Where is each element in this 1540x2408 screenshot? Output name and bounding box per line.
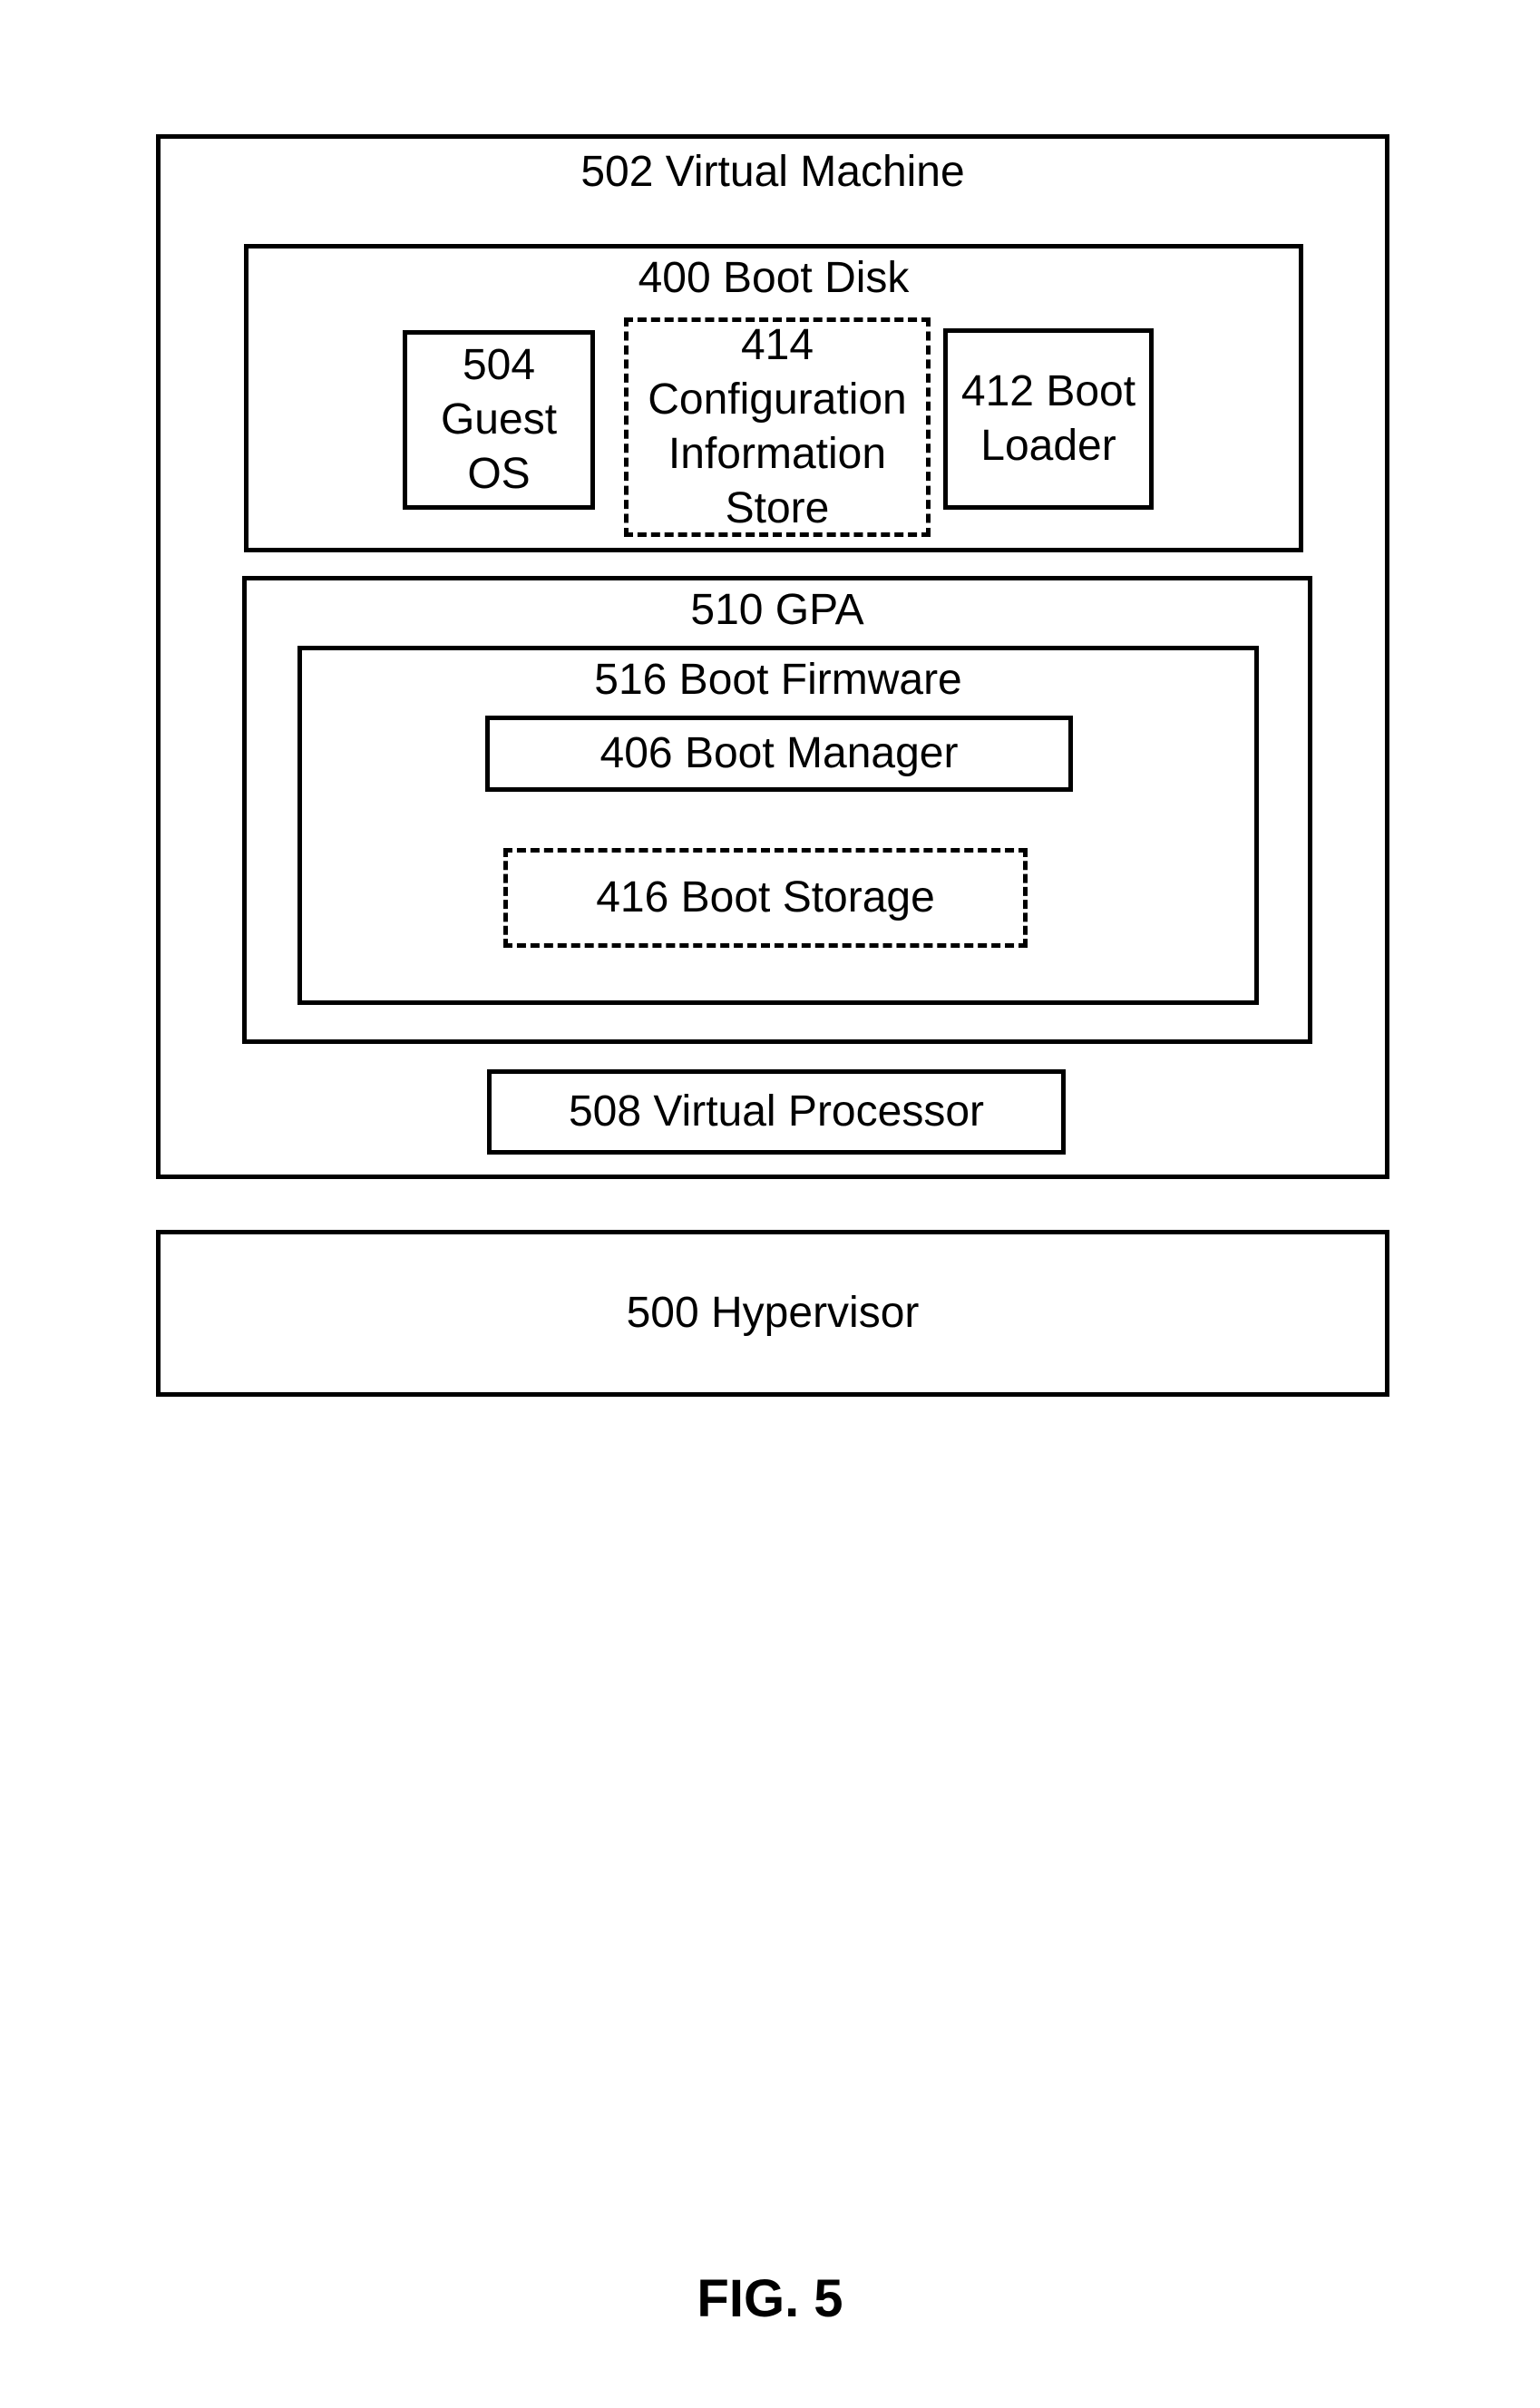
guest-os-line-2: Guest (441, 393, 557, 447)
gpa-box: 510 GPA 516 Boot Firmware 406 Boot Manag… (242, 576, 1312, 1044)
virtual-processor-box: 508 Virtual Processor (487, 1069, 1066, 1155)
gpa-label: 510 GPA (247, 584, 1308, 637)
boot-loader-line-1: 412 Boot (961, 365, 1136, 419)
virtual-machine-label: 502 Virtual Machine (161, 146, 1385, 199)
configuration-information-store-box: 414 Configuration Information Store (624, 317, 931, 537)
hypervisor-label: 500 Hypervisor (161, 1234, 1385, 1392)
figure-label: FIG. 5 (0, 2267, 1540, 2331)
hypervisor-box: 500 Hypervisor (156, 1230, 1389, 1397)
boot-storage-box: 416 Boot Storage (503, 848, 1028, 948)
boot-storage-label: 416 Boot Storage (508, 853, 1023, 943)
config-store-line-4: Store (726, 482, 830, 536)
boot-loader-box: 412 Boot Loader (943, 328, 1154, 510)
guest-os-box: 504 Guest OS (403, 330, 595, 510)
virtual-machine-box: 502 Virtual Machine 400 Boot Disk 504 Gu… (156, 134, 1389, 1179)
config-store-line-2: Configuration (648, 373, 907, 427)
boot-firmware-label: 516 Boot Firmware (302, 654, 1254, 707)
guest-os-line-1: 504 (463, 338, 535, 393)
config-store-line-1: 414 (741, 318, 814, 373)
guest-os-line-3: OS (467, 447, 530, 502)
boot-disk-label: 400 Boot Disk (249, 252, 1299, 305)
config-store-line-3: Information (668, 427, 886, 482)
boot-loader-line-2: Loader (980, 419, 1116, 473)
boot-firmware-box: 516 Boot Firmware 406 Boot Manager 416 B… (297, 646, 1259, 1005)
boot-manager-box: 406 Boot Manager (485, 716, 1073, 792)
virtual-processor-label: 508 Virtual Processor (492, 1074, 1061, 1150)
boot-disk-box: 400 Boot Disk 504 Guest OS 414 Configura… (244, 244, 1303, 552)
boot-manager-label: 406 Boot Manager (490, 720, 1068, 787)
